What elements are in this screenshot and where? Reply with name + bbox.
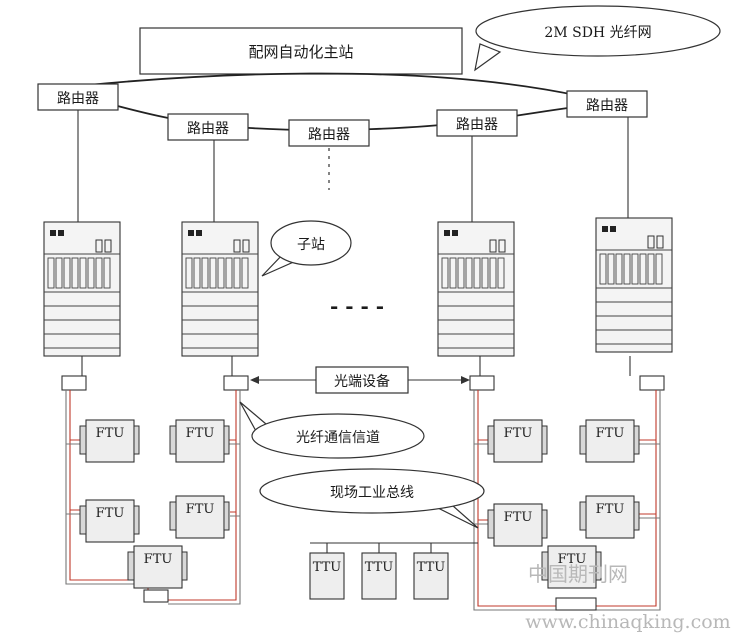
ftu-label: FTU: [558, 552, 587, 567]
ftu-connector-right: [555, 597, 597, 611]
watermark-url: www.chinaqking.com: [525, 611, 730, 633]
substation-cabinet: [181, 221, 259, 357]
fiber-loop-right-2: [596, 390, 661, 611]
optical-converter-1: [61, 375, 87, 391]
optical-arrow-right-head: [461, 376, 470, 384]
ftu-unit: FTU: [579, 495, 640, 539]
router-1-label: 路由器: [57, 91, 99, 107]
optical-converter-2: [223, 375, 249, 391]
ttu-unit: TTU: [309, 543, 345, 600]
ftu-unit: FTU: [487, 419, 548, 463]
ttu-units: TTU TTU TTU: [309, 543, 449, 600]
substation-cabinet: [595, 217, 673, 353]
master-station-label: 配网自动化主站: [248, 43, 353, 61]
ftu-units: FTU FTU FTU FTU FTU FTU FTU FTU FTU FTU: [79, 419, 640, 589]
fiber-channel-callout-label: 光纤通信信道: [296, 430, 380, 446]
router-2: [167, 113, 249, 141]
watermark-cn: 中国期刊网: [528, 562, 628, 586]
ftu-label: FTU: [186, 502, 215, 517]
ttu-unit: TTU: [413, 543, 449, 600]
ftu-unit: FTU: [541, 545, 602, 589]
ftu-label: FTU: [96, 506, 125, 521]
substations: [43, 217, 673, 357]
ftu-label: FTU: [504, 426, 533, 441]
ttu-unit: TTU: [361, 543, 397, 600]
ftu-unit: FTU: [79, 419, 140, 463]
ftu-label: FTU: [186, 426, 215, 441]
ttu-label: TTU: [417, 560, 446, 575]
fieldbus-callout-bubble: [259, 468, 485, 514]
fieldbus-callout-label: 现场工业总线: [330, 485, 414, 501]
router-3: [288, 119, 370, 147]
master-station-box: [139, 27, 463, 75]
sdh-callout-bubble: [475, 5, 721, 57]
router-3-label: 路由器: [308, 127, 350, 143]
ttu-label: TTU: [313, 560, 342, 575]
ftu-unit: FTU: [79, 499, 140, 543]
sdh-callout-tail: [474, 43, 502, 72]
substation-callout-bubble: [270, 220, 352, 266]
ftu-label: FTU: [144, 552, 173, 567]
ftu-unit: FTU: [127, 545, 188, 589]
ftu-label: FTU: [596, 426, 625, 441]
substation-cabinet: [43, 221, 121, 357]
substation-cabinet: [437, 221, 515, 357]
ftu-label: FTU: [596, 502, 625, 517]
router-5-label: 路由器: [586, 98, 628, 114]
router-4-label: 路由器: [456, 117, 498, 133]
sdh-callout-label: 2M SDH 光纤网: [544, 25, 651, 41]
router-4: [436, 109, 518, 137]
ttu-label: TTU: [365, 560, 394, 575]
ftu-unit: FTU: [169, 495, 230, 539]
optical-terminal-box: [315, 366, 409, 394]
optical-terminal-label: 光端设备: [334, 373, 390, 390]
substation-ellipsis: - - - -: [330, 294, 384, 318]
substation-callout-label: 子站: [297, 237, 325, 253]
optical-arrow-left-head: [250, 376, 259, 384]
ftu-unit: FTU: [487, 503, 548, 547]
sdh-ring-top: [39, 72, 581, 97]
ftu-connector-left: [143, 589, 169, 603]
optical-converter-3: [469, 375, 495, 391]
ftu-unit: FTU: [169, 419, 230, 463]
fiber-channel-callout-bubble: [251, 413, 425, 459]
router-5: [566, 90, 648, 118]
ftu-label: FTU: [504, 510, 533, 525]
ftu-label: FTU: [96, 426, 125, 441]
ftu-unit: FTU: [579, 419, 640, 463]
router-2-label: 路由器: [187, 121, 229, 137]
optical-converter-4: [639, 375, 665, 391]
